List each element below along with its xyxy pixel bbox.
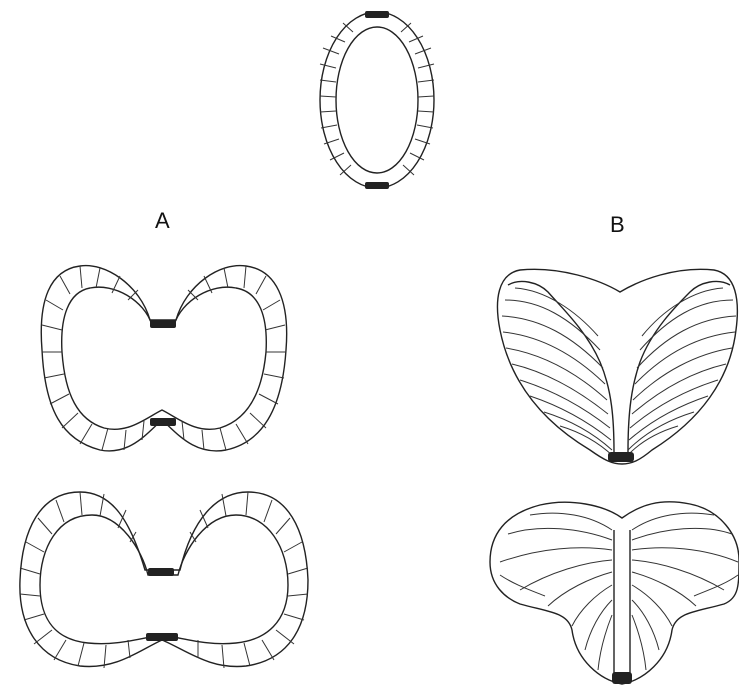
column-label-a: A [155,208,170,233]
stage-a-1-inner-wall [62,287,267,429]
stage-b-1-outline [497,269,737,464]
stage-a-1-floor-plate [150,418,176,426]
stage-b-2 [490,502,739,684]
stage-b-1 [497,269,737,464]
oval-floor-plate [365,182,389,189]
column-label-b: B [610,212,625,237]
stage-b-2-fiber-lines [500,513,738,670]
stage-a-1 [41,266,286,451]
oval-roof-plate [365,11,389,18]
stage-b-2-floor-plate [612,672,632,684]
stage-a-2-inner-wall [40,515,288,644]
stage-b-1-fiber-lines [502,288,736,456]
stage-a-2-floor-plate [146,633,178,641]
oval-neural-tube [320,11,434,189]
stage-a-2 [20,492,308,668]
stage-b-2-midline [614,530,630,680]
stage-a-2-roof-plate [148,568,174,576]
oval-inner-wall [336,27,418,173]
stage-b-1-floor-plate [608,452,634,462]
stage-a-1-roof-plate [150,320,176,328]
oval-cell-walls [320,23,434,175]
